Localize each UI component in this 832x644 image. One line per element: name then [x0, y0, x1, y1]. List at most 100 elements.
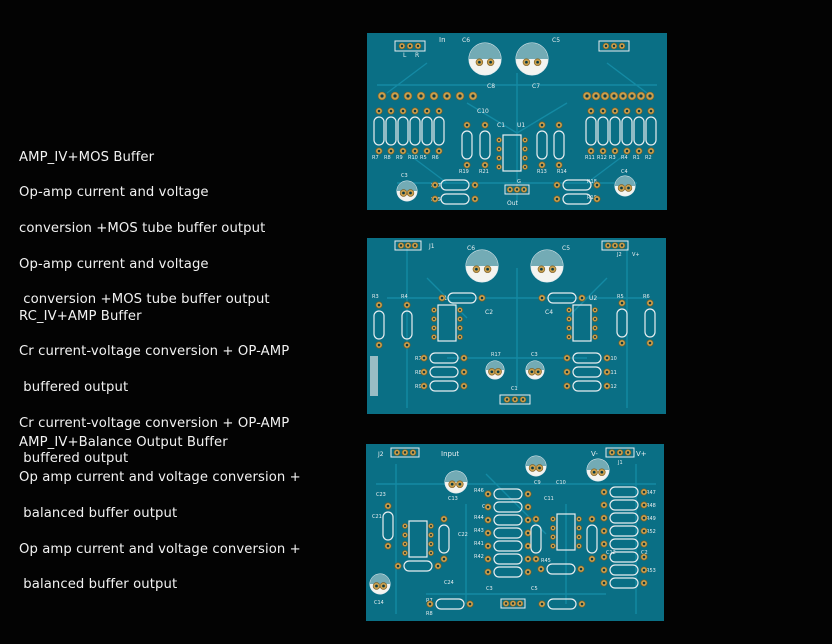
connector-outline — [601, 240, 629, 251]
silkscreen-label: C3 — [486, 586, 493, 592]
pad-hole — [486, 570, 490, 574]
pad-hole — [395, 451, 399, 454]
pad-hole — [625, 109, 629, 113]
pad-hole — [497, 138, 501, 142]
pad-hole — [593, 317, 597, 321]
pad-hole — [602, 568, 606, 572]
silkscreen-label: R49 — [646, 516, 656, 522]
silkscreen-label: C5 — [552, 37, 560, 44]
pad-hole — [612, 44, 616, 48]
resistor-outline — [572, 366, 602, 378]
silkscreen-label: R45 — [541, 558, 551, 564]
pad-hole — [526, 544, 530, 548]
pad-hole — [429, 551, 433, 555]
pad-hole — [483, 123, 487, 127]
pad-hole — [508, 188, 512, 191]
pad-hole — [642, 542, 646, 546]
silkscreen-label: R9 — [415, 384, 422, 390]
connector-outline — [500, 598, 526, 609]
connector-outline — [394, 240, 422, 251]
silkscreen-label: R12 — [607, 384, 617, 390]
pad-hole — [642, 568, 646, 572]
pad-hole — [610, 451, 614, 454]
pad-hole — [620, 341, 624, 345]
capacitor-polarity-mark — [615, 176, 635, 186]
capacitor-polarity-mark — [469, 43, 501, 59]
pad-hole — [526, 518, 530, 522]
pad-hole — [413, 109, 417, 113]
resistor-outline — [645, 116, 657, 146]
pad-hole — [526, 557, 530, 561]
resistor-outline — [621, 116, 633, 146]
pad-hole — [580, 602, 584, 606]
silkscreen-label: C21 — [372, 514, 382, 520]
pad-hole — [590, 517, 594, 521]
capacitor-polarity-mark — [531, 250, 563, 266]
pad-hole — [557, 123, 561, 127]
resistor-outline — [429, 352, 459, 364]
pad-hole — [433, 197, 437, 201]
silkscreen-label: C3 — [401, 173, 408, 179]
silkscreen-label: R19 — [459, 169, 469, 175]
pad-hole — [473, 183, 477, 187]
pad-hole — [422, 370, 426, 374]
pad-hole — [648, 341, 652, 345]
resistor-outline — [609, 499, 639, 511]
pad-hole — [437, 109, 441, 113]
pad-hole — [429, 542, 433, 546]
pad-hole — [605, 384, 609, 388]
resistor-outline — [493, 501, 523, 513]
silkscreen-label: V+ — [636, 450, 647, 458]
silkscreen-label: R6 — [643, 294, 650, 300]
resistor-outline — [429, 380, 459, 392]
silkscreen-label: R3 — [609, 155, 616, 161]
label-stripe — [370, 356, 378, 396]
capacitor-polarity-mark — [526, 456, 546, 466]
capacitor-polarity-mark — [370, 574, 390, 584]
silkscreen-label: R16 — [587, 195, 597, 201]
silkscreen-label: C9 — [534, 480, 541, 486]
pad-hole — [620, 186, 623, 190]
pad-hole — [403, 542, 407, 546]
resistor-outline — [493, 514, 523, 526]
silkscreen-label: R43 — [474, 528, 484, 534]
silkscreen-label: C4 — [621, 169, 628, 175]
silkscreen-label: R12 — [597, 155, 607, 161]
pad-hole — [602, 516, 606, 520]
pad-hole — [486, 492, 490, 496]
resistor-outline — [440, 193, 470, 205]
silkscreen-label: R5 — [617, 294, 624, 300]
capacitor-polarity-mark — [516, 43, 548, 59]
pad-hole — [526, 570, 530, 574]
desc-line: buffered output — [19, 451, 129, 467]
pad-hole — [425, 149, 429, 153]
description-amp-iv-balance: AMP_IV+Balance Output Buffer Op amp curr… — [19, 416, 301, 612]
pad-hole — [577, 535, 581, 539]
desc-line: conversion +MOS tube buffer output — [19, 220, 266, 236]
pad-hole — [540, 267, 543, 271]
resistor-outline — [553, 130, 565, 160]
desc-line: Op amp current and voltage conversion + — [19, 541, 301, 557]
resistor-outline — [401, 310, 413, 340]
silkscreen-label: R10 — [607, 356, 617, 362]
resistor-outline — [435, 598, 465, 610]
silkscreen-label: C6 — [462, 37, 470, 44]
pad-hole — [536, 60, 539, 64]
pad-hole — [606, 244, 610, 247]
capacitor-polarity-mark — [466, 250, 498, 266]
pad-hole — [425, 109, 429, 113]
capacitor-polarity-mark — [486, 361, 504, 370]
pad-hole — [577, 526, 581, 530]
pad-hole — [389, 149, 393, 153]
pad-hole — [613, 109, 617, 113]
pad-hole — [486, 505, 490, 509]
resistor-outline — [530, 524, 542, 554]
resistor-outline — [479, 130, 491, 160]
silkscreen-label: R9 — [396, 155, 403, 161]
silkscreen-label: C2 — [641, 550, 648, 556]
description-amp-iv-mos: AMP_IV+MOS Buffer Op-amp current and vol… — [19, 131, 270, 327]
capacitor-polarity-mark — [526, 361, 544, 370]
